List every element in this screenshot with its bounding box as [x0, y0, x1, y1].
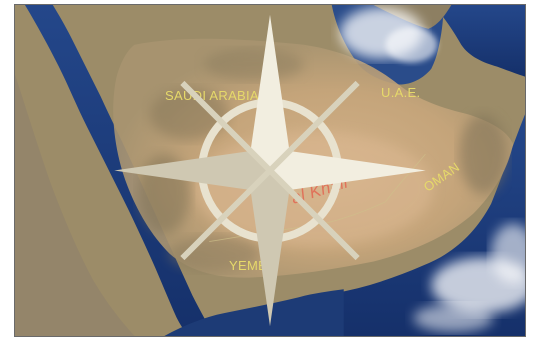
gulf-of-aden	[164, 289, 344, 336]
map-frame: SAUDI ARABIA U.A.E. OMAN YEMEN Rub' al K…	[14, 4, 526, 337]
gulf-of-oman	[433, 5, 525, 77]
border-oman	[385, 153, 426, 203]
label-uae: U.A.E.	[381, 85, 421, 100]
compass-rose-icon	[114, 14, 426, 327]
africa-land	[15, 74, 135, 336]
